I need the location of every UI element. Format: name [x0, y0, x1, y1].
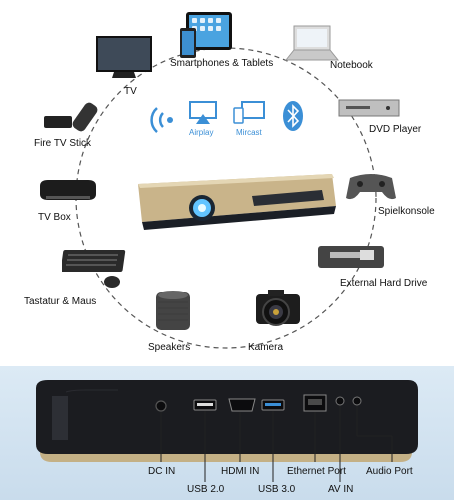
connectivity-diagram: Smartphones & Tablets Notebook TV DVD Pl… [24, 12, 435, 353]
label-dvd: DVD Player [369, 124, 422, 135]
label-speakers: Speakers [148, 342, 191, 353]
label-airplay: Airplay [189, 128, 214, 137]
fire-tv-stick-icon [44, 102, 98, 132]
ports-panel: DC IN USB 2.0 HDMI IN USB 3.0 Ethernet P… [0, 366, 454, 500]
port-ethernet: Ethernet Port [287, 466, 346, 477]
port-audio: Audio Port [366, 466, 413, 477]
label-harddrive: External Hard Drive [340, 278, 428, 289]
camera-icon [256, 290, 300, 326]
label-tv: TV [124, 86, 137, 97]
tablet-phone-icon [180, 12, 232, 58]
label-keyboard: Tastatur & Maus [24, 296, 97, 307]
port-hdmi-in: HDMI IN [221, 466, 260, 477]
tv-icon [96, 36, 152, 78]
tv-box-icon [40, 180, 96, 200]
speaker-icon [156, 291, 190, 330]
label-notebook: Notebook [330, 60, 373, 71]
keyboard-mouse-icon [62, 250, 126, 288]
port-dc-in: DC IN [148, 466, 176, 477]
label-camera: Kamera [248, 342, 284, 353]
port-av-in: AV IN [328, 484, 354, 495]
game-controller-icon [346, 174, 396, 200]
port-usb2: USB 2.0 [187, 484, 225, 495]
mircast-icon [233, 101, 265, 124]
label-tvbox: TV Box [38, 212, 71, 223]
label-firetv: Fire TV Stick [34, 138, 92, 149]
wifi-icon [150, 107, 173, 133]
bluetooth-icon [283, 101, 303, 131]
notebook-icon [284, 25, 340, 61]
label-smartphones: Smartphones & Tablets [170, 58, 274, 69]
label-console: Spielkonsole [378, 206, 435, 217]
airplay-icon [189, 101, 217, 124]
projector-rear [36, 380, 418, 482]
hard-drive-icon [318, 246, 384, 268]
label-mircast: Mircast [236, 128, 262, 137]
dvd-player-icon [338, 99, 400, 117]
port-usb3: USB 3.0 [258, 484, 296, 495]
projector-icon [138, 174, 336, 230]
